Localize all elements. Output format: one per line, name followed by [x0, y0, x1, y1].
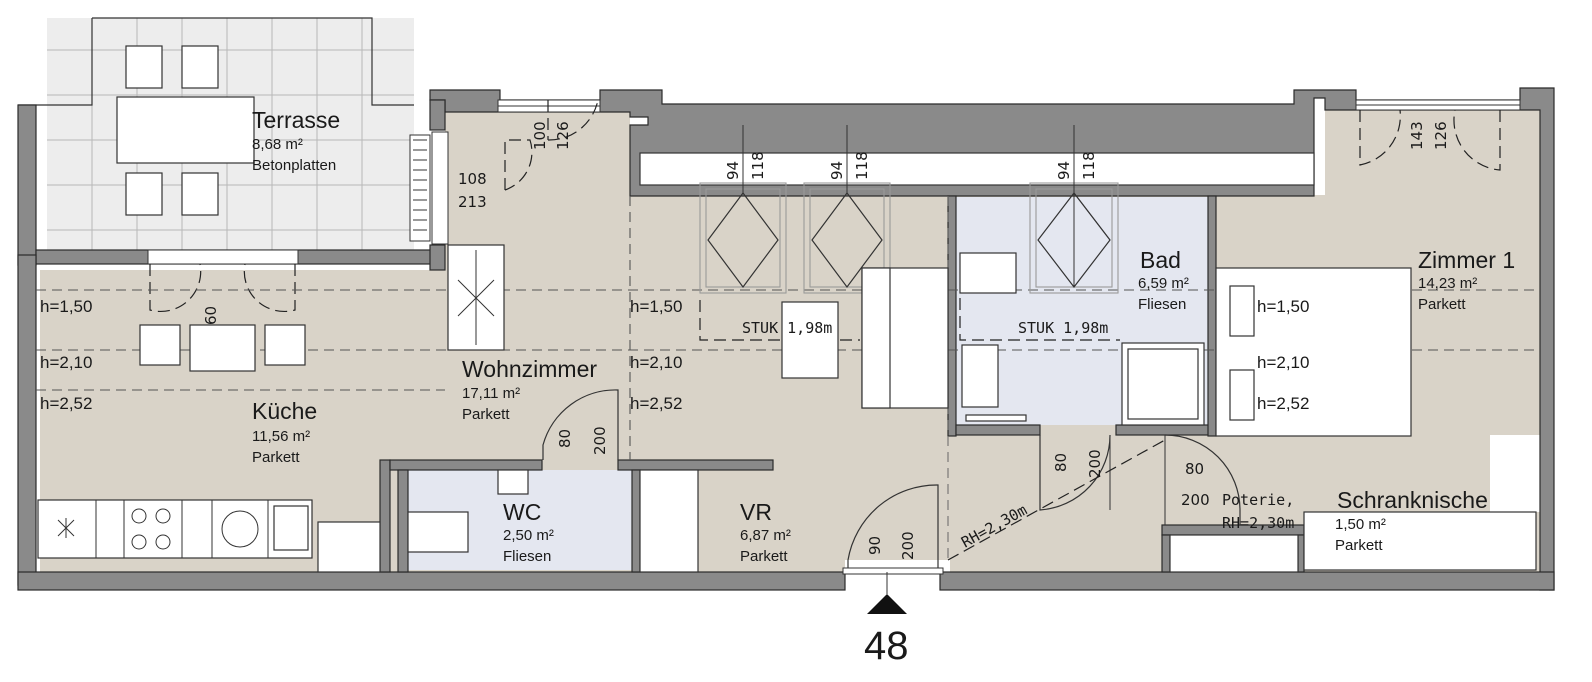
entrance-arrow-icon — [867, 594, 907, 614]
furniture — [37, 244, 1537, 573]
dim-label: 200 — [1086, 449, 1104, 478]
room-area-zimmer1: 14,23 m² — [1418, 275, 1477, 292]
windows — [147, 99, 1521, 265]
walls — [17, 87, 1555, 591]
poterie-label: Poterie, — [1222, 491, 1294, 509]
room-area-wc: 2,50 m² — [503, 527, 554, 544]
height-label-210: h=2,10 — [40, 353, 92, 372]
room-name-wohnzimmer: Wohnzimmer — [462, 356, 597, 382]
dim-label: 80 — [1052, 453, 1070, 472]
dim-label: 126 — [1432, 121, 1450, 150]
room-area-schranknische: 1,50 m² — [1335, 516, 1386, 533]
room-floor-schranknische: Parkett — [1335, 537, 1383, 554]
room-floor-bad: Fliesen — [1138, 296, 1186, 313]
room-area-bad: 6,59 m² — [1138, 275, 1189, 292]
height-label-150: h=1,50 — [40, 297, 92, 316]
height-label-150: h=1,50 — [1257, 297, 1309, 316]
room-floor-wohnzimmer: Parkett — [462, 406, 510, 423]
room-name-schranknische: Schranknische — [1337, 487, 1488, 513]
height-label-252: h=2,52 — [40, 394, 92, 413]
room-area-kueche: 11,56 m² — [252, 428, 310, 445]
stuk-label: STUK 1,98m — [742, 319, 832, 337]
room-floor-vr: Parkett — [740, 548, 788, 565]
poterie-rh-label: RH=2,30m — [1222, 514, 1294, 532]
room-floor-zimmer1: Parkett — [1418, 296, 1466, 313]
dimension-labels: 100 126 108 213 94 118 94 118 94 118 143… — [202, 121, 1450, 560]
room-floor-wc: Fliesen — [503, 548, 551, 565]
room-name-vr: VR — [740, 499, 772, 525]
doors — [542, 389, 1241, 575]
dim-label: 80 — [1185, 460, 1204, 478]
dim-label: 94 — [724, 161, 742, 180]
height-label-252: h=2,52 — [1257, 394, 1309, 413]
radiator — [409, 131, 449, 245]
room-name-kueche: Küche — [252, 398, 317, 424]
dim-label: 213 — [458, 193, 487, 211]
room-name-wc: WC — [503, 499, 541, 525]
room-name-terrasse: Terrasse — [252, 107, 340, 133]
room-floor-kueche: Parkett — [252, 449, 300, 466]
room-area-terrasse: 8,68 m² — [252, 136, 303, 153]
dim-label: 126 — [554, 121, 572, 150]
room-name-bad: Bad — [1140, 247, 1181, 273]
room-name-zimmer1: Zimmer 1 — [1418, 247, 1515, 273]
height-label-252: h=2,52 — [630, 394, 682, 413]
entrance-number: 48 — [864, 624, 909, 668]
terrace-furniture — [116, 45, 255, 216]
dim-label: 200 — [591, 426, 609, 455]
height-label-150: h=1,50 — [630, 297, 682, 316]
room-area-wohnzimmer: 17,11 m² — [462, 385, 520, 402]
height-label-210: h=2,10 — [1257, 353, 1309, 372]
skylights — [699, 125, 1119, 294]
dim-label: 90 — [866, 536, 884, 555]
dim-label: 143 — [1408, 121, 1426, 150]
room-area-vr: 6,87 m² — [740, 527, 791, 544]
dim-label: 100 — [531, 121, 549, 150]
height-labels: h=1,50 h=2,10 h=2,52 h=1,50 h=2,10 h=2,5… — [40, 297, 1309, 413]
dim-label: 200 — [899, 531, 917, 560]
stuk-label: STUK 1,98m — [1018, 319, 1108, 337]
dim-label: 108 — [458, 170, 487, 188]
dim-label: 94 — [1055, 161, 1073, 180]
dim-label: 94 — [828, 161, 846, 180]
dim-label: 60 — [202, 306, 220, 325]
door-swings — [149, 99, 1501, 313]
dim-label: 118 — [1080, 151, 1098, 180]
dim-label: 200 — [1181, 491, 1210, 509]
room-floor-terrasse: Betonplatten — [252, 157, 336, 174]
dim-label: 118 — [853, 151, 871, 180]
dim-label: 118 — [749, 151, 767, 180]
dim-label: 80 — [556, 429, 574, 448]
height-label-210: h=2,10 — [630, 353, 682, 372]
